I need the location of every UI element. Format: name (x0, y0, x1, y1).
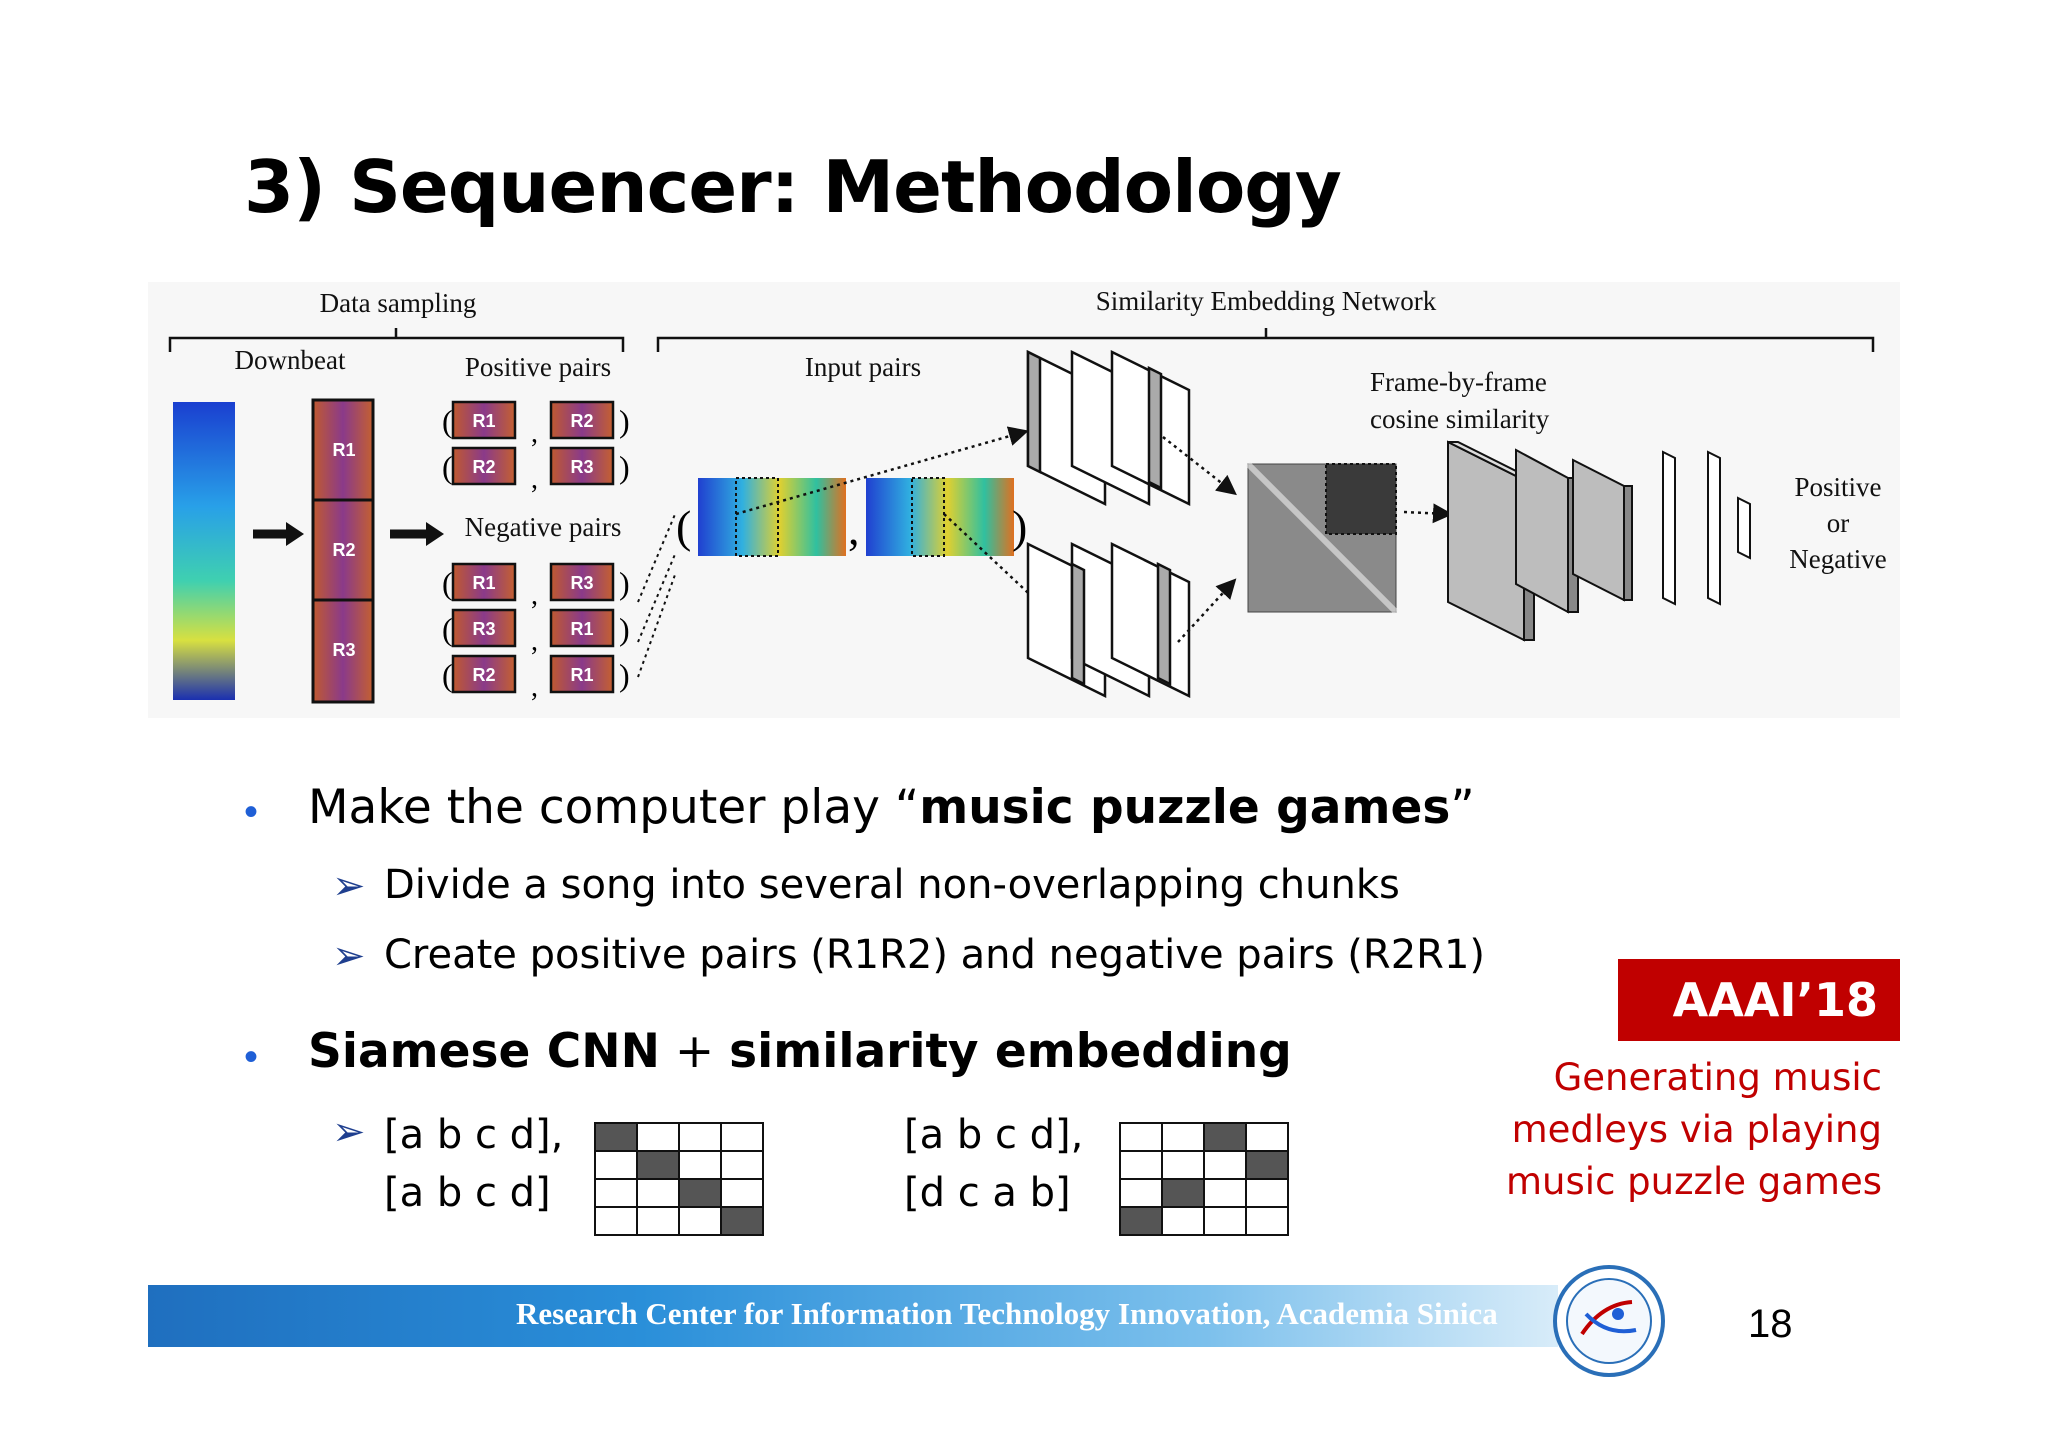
svg-text:): ) (619, 565, 630, 601)
downbeat-label: Downbeat (235, 345, 346, 375)
segment-r2-label: R2 (332, 540, 355, 560)
svg-text:,: , (531, 464, 538, 495)
svg-text:R1: R1 (472, 411, 495, 431)
positive-pair-1: R1 R2 ( , ) (442, 400, 630, 449)
data-sampling-bracket (168, 328, 625, 352)
input-spectrogram-2 (866, 478, 1014, 556)
data-sampling-label: Data sampling (320, 288, 477, 318)
svg-text:R2: R2 (472, 665, 495, 685)
output-or-label: or (1827, 508, 1850, 538)
similarity-network-bracket (656, 328, 1875, 352)
input-pairs-label: Input pairs (805, 352, 921, 382)
upper-cnn-stack (1026, 349, 1191, 507)
svg-text:(: ( (442, 611, 453, 647)
segment-r3 (311, 598, 375, 704)
frame-by-frame-label: Frame-by-frame (1370, 367, 1547, 397)
svg-text:R3: R3 (472, 619, 495, 639)
bullet-2-dot: • (244, 1035, 259, 1079)
input-spectrogram-1 (698, 478, 846, 556)
example-1-text: [a b c d], [a b c d] (384, 1112, 564, 1216)
negative-pair-2: R3 R1 ( , ) (442, 608, 630, 657)
similarity-network-label: Similarity Embedding Network (1096, 286, 1437, 316)
svg-text:,: , (531, 418, 538, 449)
example-2-alignment-grid (1119, 1122, 1289, 1236)
footer-bar (148, 1285, 1558, 1347)
bullet-1-text: Make the computer play “music puzzle gam… (308, 780, 1475, 835)
svg-text:): ) (619, 657, 630, 693)
downbeat-segments: R1 R2 R3 (311, 398, 375, 704)
negative-pair-1: R1 R3 ( , ) (442, 562, 630, 611)
svg-text:,: , (531, 580, 538, 611)
sub-bullet-2-text: Create positive pairs (R1R2) and negativ… (384, 932, 1485, 978)
segment-r1 (311, 398, 375, 502)
svg-text:(: ( (442, 657, 453, 693)
svg-text:,: , (531, 626, 538, 657)
sub-bullet-1-arrow-icon: ➢ (332, 864, 366, 908)
svg-text:R1: R1 (570, 665, 593, 685)
svg-text:,: , (531, 672, 538, 703)
institute-logo-icon (1553, 1265, 1665, 1377)
input-close-paren: ) (1012, 501, 1027, 552)
page-number: 18 (1748, 1302, 1793, 1346)
aaai-paper-title: Generating music medleys via playing mus… (1506, 1056, 1882, 1203)
dense-layers (1447, 440, 1751, 642)
input-open-paren: ( (676, 501, 691, 552)
segment-r1-label: R1 (332, 440, 355, 460)
svg-text:(: ( (442, 403, 453, 439)
positive-pairs-label: Positive pairs (465, 352, 611, 382)
full-spectrogram (173, 402, 235, 700)
svg-text:R1: R1 (472, 573, 495, 593)
svg-text:R2: R2 (570, 411, 593, 431)
example-1-alignment-grid (594, 1122, 764, 1236)
aaai-badge: AAAI’18 (1618, 959, 1900, 1041)
bullet-2-text: Siamese CNN + similarity embedding (308, 1024, 1292, 1079)
bullet-1-dot: • (244, 790, 259, 834)
footer-institution-text: Research Center for Information Technolo… (516, 1296, 1498, 1331)
svg-text:(: ( (442, 565, 453, 601)
svg-text:): ) (619, 403, 630, 439)
output-negative-label: Negative (1789, 544, 1886, 574)
negative-pairs-label: Negative pairs (465, 512, 622, 542)
sub-bullet-1-text: Divide a song into several non-overlappi… (384, 862, 1400, 908)
cosine-similarity-label: cosine similarity (1370, 404, 1550, 434)
segment-r3-label: R3 (332, 640, 355, 660)
negative-pair-3: R2 R1 ( , ) (442, 654, 630, 703)
svg-text:R3: R3 (570, 457, 593, 477)
sub-bullet-2-arrow-icon: ➢ (332, 934, 366, 978)
svg-text:R3: R3 (570, 573, 593, 593)
slide-title: 3) Sequencer: Methodology (244, 145, 1342, 229)
output-positive-label: Positive (1794, 472, 1881, 502)
diagram-background (148, 282, 1900, 718)
svg-text:(: ( (442, 449, 453, 485)
svg-text:R2: R2 (472, 457, 495, 477)
positive-pair-2: R2 R3 ( , ) (442, 446, 630, 495)
svg-text:,: , (848, 503, 860, 554)
example-2-text: [a b c d], [d c a b] (904, 1112, 1084, 1216)
lower-cnn-stack (1026, 541, 1191, 699)
svg-text:R1: R1 (570, 619, 593, 639)
sub-bullet-3-arrow-icon: ➢ (332, 1110, 366, 1154)
methodology-diagram: Data sampling Similarity Embedding Netwo… (148, 282, 1900, 718)
svg-text:): ) (619, 449, 630, 485)
svg-text:): ) (619, 611, 630, 647)
